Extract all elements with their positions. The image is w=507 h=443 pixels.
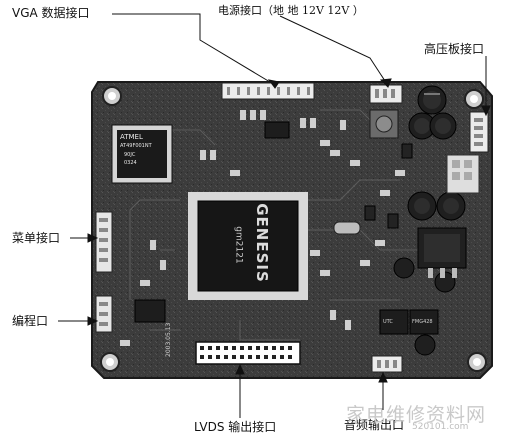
flash-date: 0324 bbox=[124, 160, 137, 166]
vga-connector bbox=[221, 82, 315, 100]
small-ics bbox=[134, 121, 439, 335]
smd-components bbox=[120, 110, 405, 346]
power-connector bbox=[369, 84, 403, 104]
audio-connector bbox=[371, 355, 403, 373]
inverter-label: 高压板接口 bbox=[424, 42, 485, 56]
flash-code: 90JC bbox=[124, 152, 136, 158]
menu-label: 菜单接口 bbox=[12, 231, 61, 245]
transistors bbox=[364, 143, 413, 229]
flash-brand: ATMEL bbox=[120, 133, 143, 141]
inverter-connector bbox=[469, 111, 489, 153]
flash-chip bbox=[111, 124, 173, 184]
connector-block bbox=[446, 154, 480, 194]
flash-part: AT49F001NT bbox=[120, 143, 152, 149]
watermark-url: 520101.com bbox=[412, 422, 469, 432]
pointer-lines bbox=[58, 13, 491, 418]
board-code: 2003.05.13 bbox=[165, 322, 172, 357]
main-chip-brand: GENESIS bbox=[252, 203, 271, 283]
lvds-header bbox=[195, 341, 301, 365]
power-label: 电源接口（地 地 12V 12V ） bbox=[218, 4, 364, 17]
ic2-marking: FMG428 bbox=[412, 319, 433, 325]
watermark-title: 家电维修资料网 bbox=[346, 404, 487, 426]
crystal bbox=[333, 221, 361, 235]
inductor bbox=[369, 109, 399, 139]
lvds-label: LVDS 输出接口 bbox=[194, 420, 277, 434]
mounting-holes bbox=[100, 86, 487, 372]
main-chip bbox=[188, 192, 308, 300]
voltage-regulator bbox=[417, 227, 467, 278]
program-connector bbox=[95, 295, 113, 333]
ic3-marking: UTC bbox=[383, 319, 393, 325]
program-label: 编程口 bbox=[12, 314, 49, 328]
capacitors bbox=[393, 85, 466, 356]
vga-label: VGA 数据接口 bbox=[12, 6, 90, 20]
menu-connector bbox=[95, 211, 113, 273]
audio-label: 音频输出口 bbox=[344, 418, 405, 432]
main-chip-model: gm2121 bbox=[233, 226, 244, 264]
